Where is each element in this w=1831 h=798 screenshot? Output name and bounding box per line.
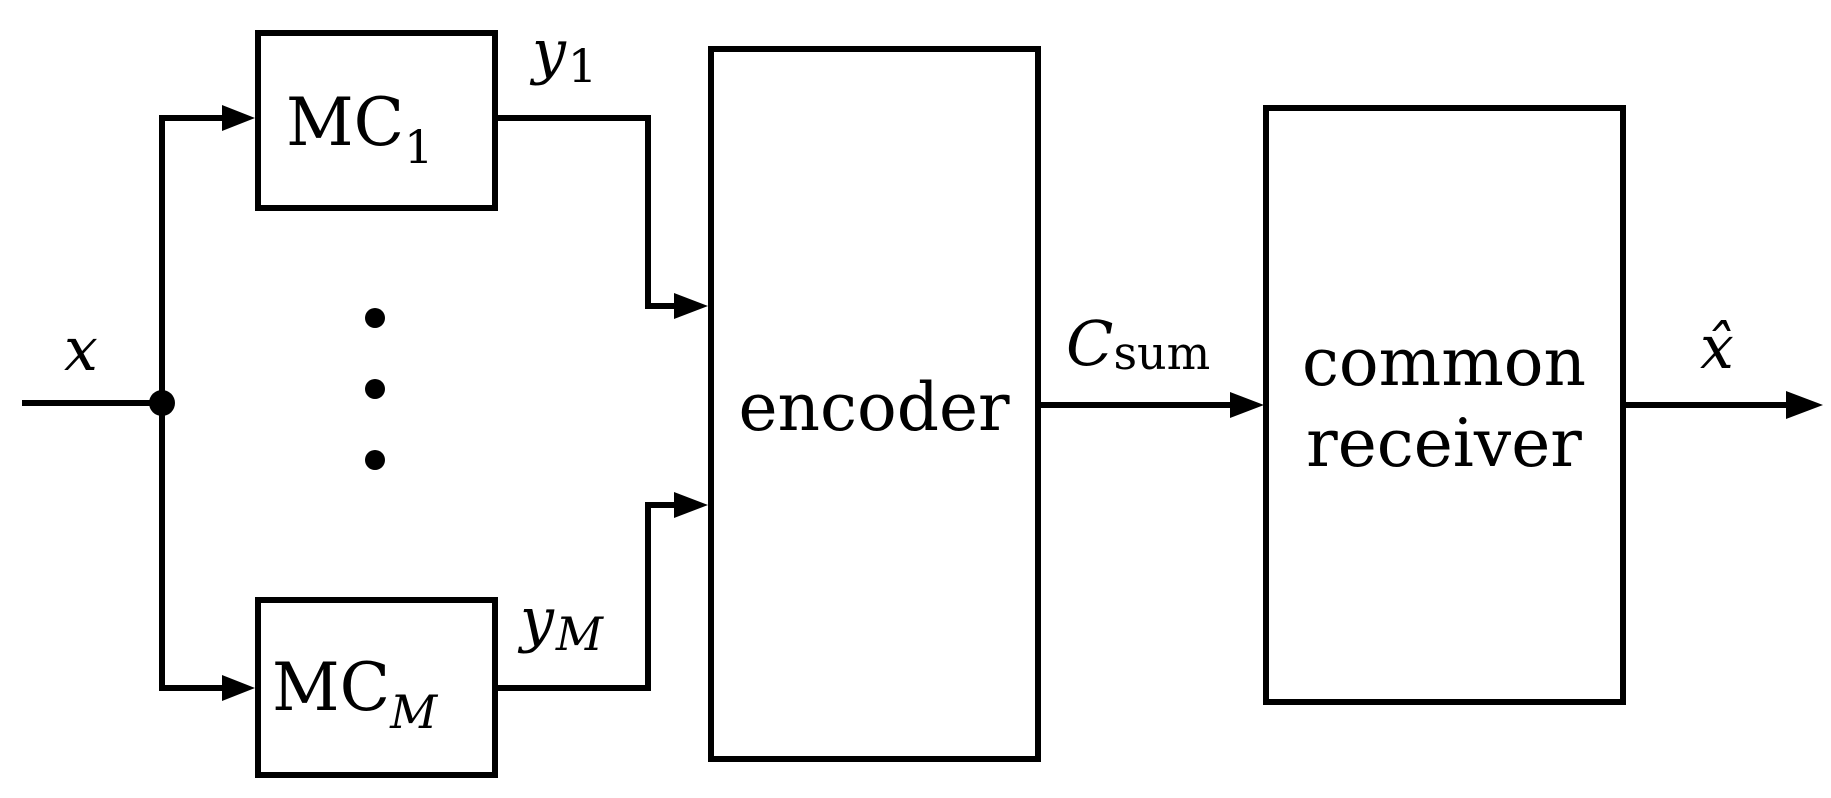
arrowhead-output bbox=[1786, 391, 1823, 419]
arrowhead-receiver bbox=[1230, 392, 1264, 418]
mc-top-label: MC1 bbox=[286, 84, 433, 174]
ellipsis-dot-bottom bbox=[365, 450, 385, 470]
arrowhead-mc-bottom bbox=[222, 675, 255, 701]
y-top-label: y1 bbox=[529, 17, 597, 93]
output-label: x̂ bbox=[1700, 313, 1734, 383]
encoder-label: encoder bbox=[738, 369, 1010, 446]
c-sum-label: Csum bbox=[1066, 307, 1210, 380]
y-bottom-label: yM bbox=[517, 585, 605, 661]
junction-dot bbox=[149, 390, 175, 416]
arrowhead-mc-top bbox=[222, 105, 255, 131]
receiver-label-line2: receiver bbox=[1306, 405, 1582, 482]
input-label: x bbox=[64, 315, 98, 385]
ellipsis-dot-top bbox=[365, 308, 385, 328]
y-top-line bbox=[495, 115, 680, 309]
arrowhead-encoder-bottom bbox=[674, 492, 708, 518]
receiver-label-line1: common bbox=[1302, 324, 1586, 401]
mc-bottom-label: MCM bbox=[272, 649, 439, 739]
arrowhead-encoder-top bbox=[674, 293, 708, 319]
y-bottom-line bbox=[495, 502, 680, 691]
ellipsis-dot-middle bbox=[365, 379, 385, 399]
